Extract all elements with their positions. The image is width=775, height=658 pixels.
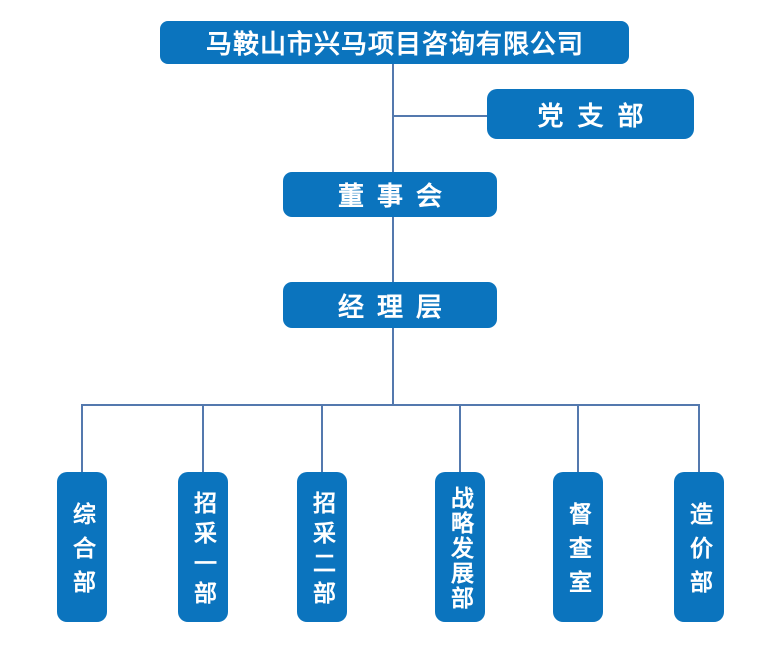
department-label: 战略发展部 (447, 485, 474, 611)
department-label: 造价部 (686, 501, 713, 604)
org-node-company: 马鞍山市兴马项目咨询有限公司 (160, 21, 629, 64)
department-label: 招采一部 (190, 490, 217, 611)
connector-drop-dept-3 (321, 406, 323, 472)
department-label: 综合部 (69, 501, 96, 604)
department-label: 招采二部 (309, 490, 336, 611)
board-label: 董事会 (337, 181, 455, 211)
org-node-party-branch: 党支部 (487, 89, 694, 139)
connector-drop-dept-1 (81, 406, 83, 472)
connector-drop-dept-4 (459, 406, 461, 472)
connector-board-management (392, 217, 394, 282)
org-node-department-cost: 造价部 (674, 472, 724, 622)
org-node-management: 经理层 (283, 282, 497, 328)
org-node-department-procurement-2: 招采二部 (297, 472, 347, 622)
party-branch-label: 党支部 (537, 100, 658, 131)
org-node-department-procurement-1: 招采一部 (178, 472, 228, 622)
org-node-department-supervision: 督查室 (553, 472, 603, 622)
connector-management-bus (392, 328, 394, 406)
management-label: 经理层 (337, 291, 455, 322)
org-node-board: 董事会 (283, 172, 497, 217)
company-label: 马鞍山市兴马项目咨询有限公司 (205, 29, 584, 59)
org-node-department-strategy: 战略发展部 (435, 472, 485, 622)
department-label: 督查室 (565, 501, 592, 604)
connector-bus (81, 404, 700, 406)
connector-drop-dept-2 (202, 406, 204, 472)
connector-drop-dept-6 (698, 406, 700, 472)
connector-company-board (392, 64, 394, 172)
connector-drop-dept-5 (577, 406, 579, 472)
org-node-department-general: 综合部 (57, 472, 107, 622)
connector-party-branch (393, 115, 487, 117)
